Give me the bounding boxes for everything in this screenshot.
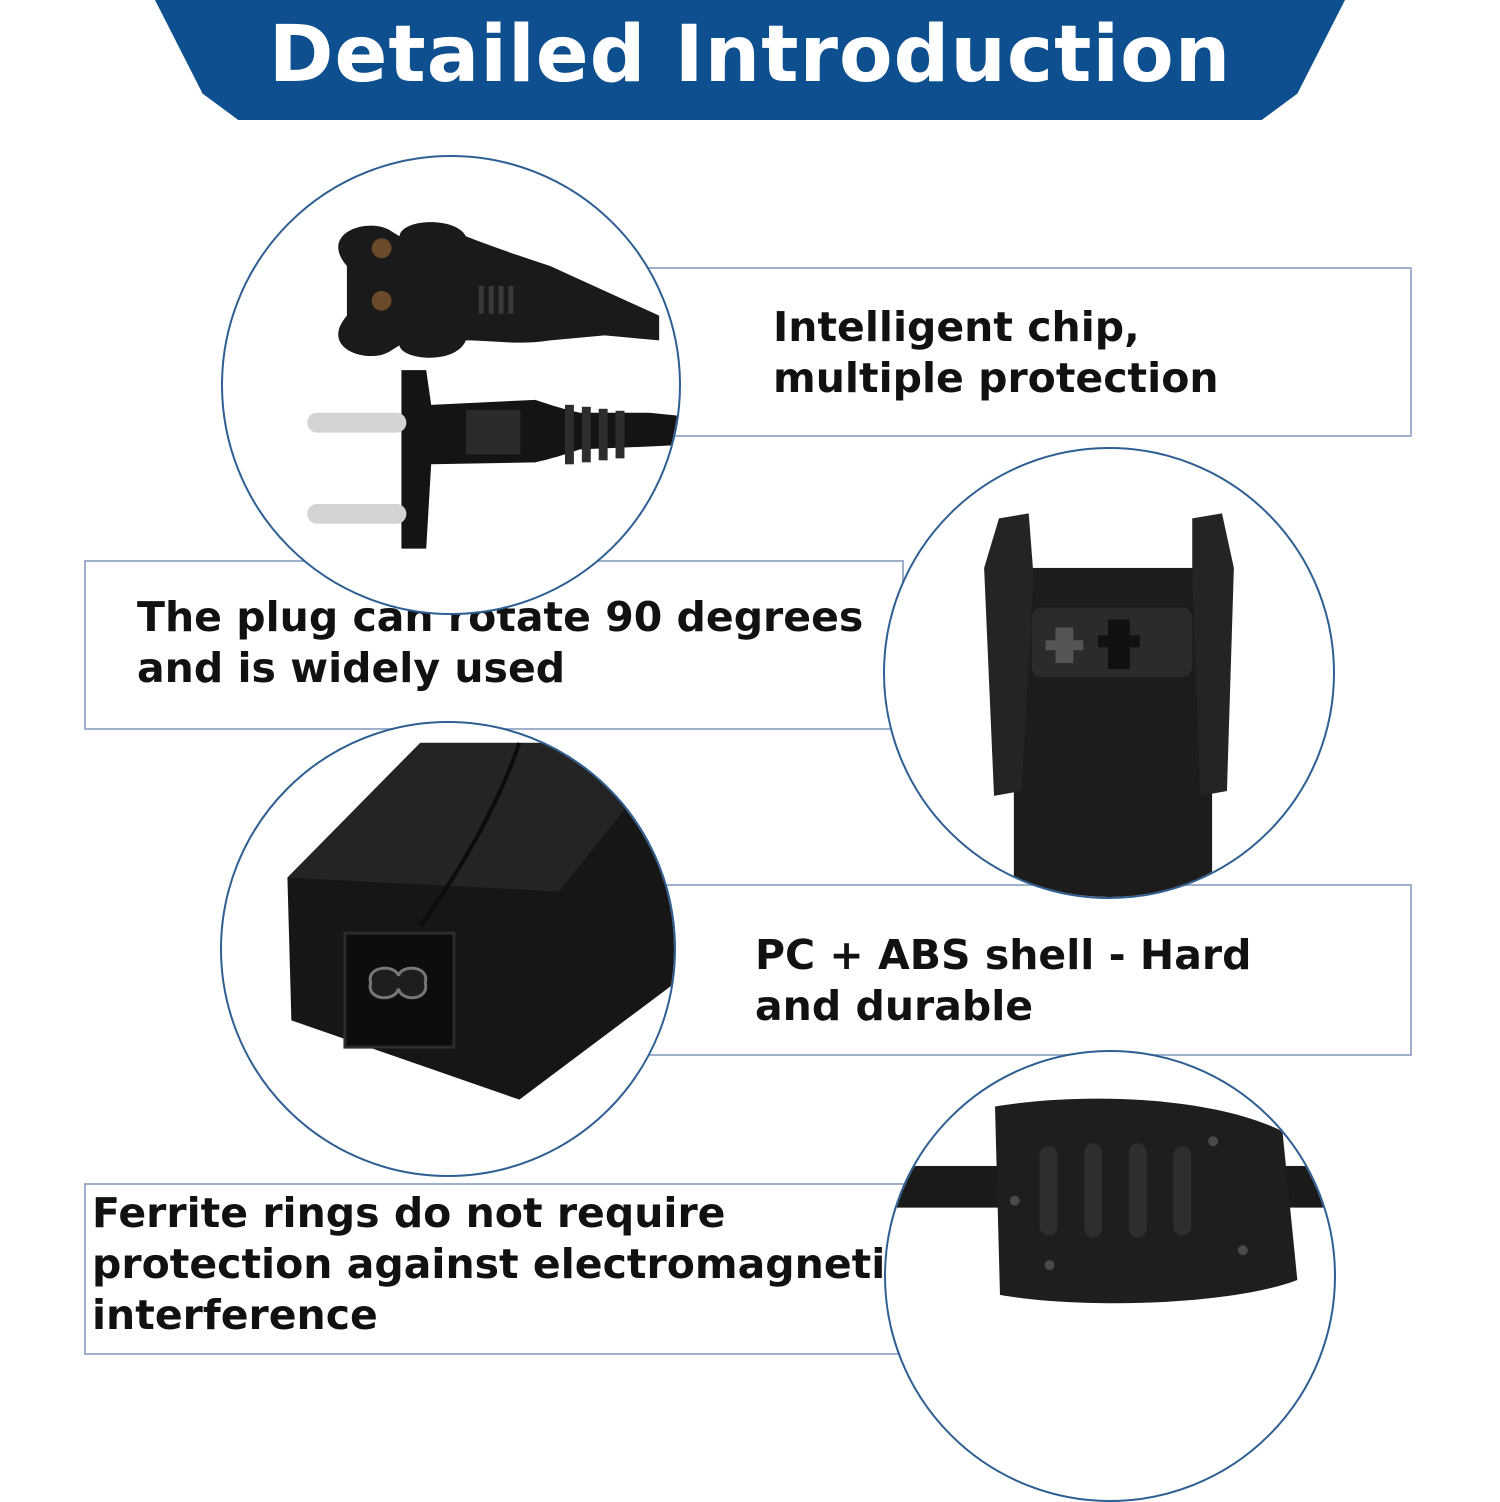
feature-text-4-line-1: Ferrite rings do not require: [92, 1189, 726, 1237]
feature-text-1-line-2: multiple protection: [773, 354, 1219, 402]
header-banner: Detailed Introduction: [155, 0, 1345, 120]
feature-text-4-line-3: interference: [92, 1291, 378, 1339]
feature-text-1: Intelligent chip, multiple protection: [773, 302, 1219, 404]
feature-text-4-line-2: protection against electromagnetic: [92, 1240, 910, 1288]
feature-box-4: [84, 1183, 924, 1355]
feature-text-1-line-1: Intelligent chip,: [773, 303, 1140, 351]
feature-text-3-line-2: and durable: [755, 982, 1034, 1030]
feature-box-1: [640, 267, 1412, 437]
power-cord-plug-photo: [221, 155, 681, 615]
rotating-plug-photo: [883, 447, 1335, 899]
adapter-shell-photo: [220, 721, 676, 1177]
feature-text-3: PC + ABS shell - Hard and durable: [755, 930, 1251, 1032]
adapter-shell-icon: [287, 742, 674, 1100]
feature-box-3: [620, 884, 1412, 1056]
feature-text-3-line-1: PC + ABS shell - Hard: [755, 931, 1252, 979]
page-title: Detailed Introduction: [268, 10, 1232, 100]
rotating-plug-icon: [984, 513, 1234, 897]
ferrite-ring-photo: [884, 1050, 1336, 1502]
plug-cord-icon: [307, 222, 679, 549]
feature-text-2-line-2: and is widely used: [137, 644, 566, 692]
ferrite-ring-icon: [886, 1098, 1334, 1304]
feature-text-4: Ferrite rings do not require protection …: [92, 1188, 910, 1341]
